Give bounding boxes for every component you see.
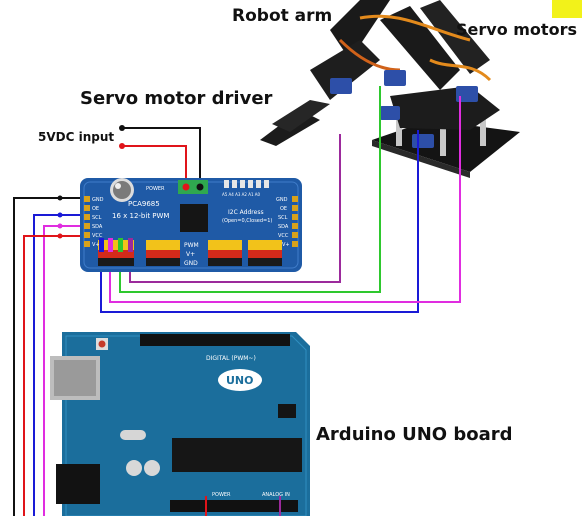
driver-left-pin-labels: GND OE SCL SDA VCC V+ <box>92 197 104 248</box>
pin-label-left: SDA <box>92 224 103 230</box>
power-input-label: 5VDC input <box>38 130 115 144</box>
corner-accent <box>552 0 582 18</box>
row-label: PWM <box>184 242 199 249</box>
pin-label-left: SCL <box>92 215 102 221</box>
row-label: GND <box>184 260 198 267</box>
driver-chip-label: PCA9685 <box>128 200 160 208</box>
driver-power-label: POWER <box>146 186 165 192</box>
uno-digital-label: DIGITAL (PWM~) <box>206 355 256 362</box>
microcontroller-chip-icon <box>180 204 208 232</box>
servo-motors-label: Servo motors <box>456 20 577 39</box>
pin-label-right: SDA <box>278 224 289 230</box>
pin-label-left: VCC <box>92 233 103 239</box>
capacitor-icon <box>110 178 134 202</box>
servo-header-block <box>98 240 282 266</box>
power-input-wires <box>119 125 201 188</box>
crystal-icon <box>120 430 146 440</box>
arduino-uno-board: UNO DIGITAL (PWM~) POWER ANALOG IN <box>50 332 310 516</box>
pin-label-right: VCC <box>278 233 289 239</box>
robot-arm-icon <box>260 0 520 178</box>
uno-power-label: POWER <box>212 492 231 498</box>
driver-right-pin-labels: GND OE SCL SDA VCC V+ <box>276 197 290 248</box>
pin-label-right: GND <box>276 197 288 203</box>
arduino-label: Arduino UNO board <box>316 424 513 445</box>
driver-address-bits: A5 A4 A3 A2 A1 A0 <box>222 192 261 197</box>
driver-address-sub: (Open=0,Closed=1) <box>222 218 272 224</box>
uno-analog-label: ANALOG IN <box>262 492 290 498</box>
servo-driver-label: Servo motor driver <box>80 88 273 109</box>
power-jack-icon <box>56 464 100 504</box>
uno-logo: UNO <box>226 374 254 387</box>
row-label: V+ <box>186 251 195 258</box>
robot-arm-label: Robot arm <box>232 6 333 26</box>
pin-label-left: GND <box>92 197 104 203</box>
driver-row-labels: PWM V+ GND <box>184 242 199 267</box>
pin-label-right: OE <box>280 206 287 212</box>
pin-label-right: V+ <box>282 242 290 248</box>
pin-label-left: OE <box>92 206 99 212</box>
driver-address-label: I2C Address <box>228 209 264 216</box>
driver-subtitle: 16 x 12-bit PWM <box>112 212 169 220</box>
servo-driver-board: PCA9685 16 x 12-bit PWM POWER I2C Addres… <box>80 178 302 272</box>
i2c-wires <box>13 195 84 516</box>
pin-label-left: V+ <box>92 242 100 248</box>
usb-port-icon <box>50 356 100 400</box>
pin-label-right: SCL <box>278 215 288 221</box>
microcontroller-chip-icon <box>172 438 302 472</box>
